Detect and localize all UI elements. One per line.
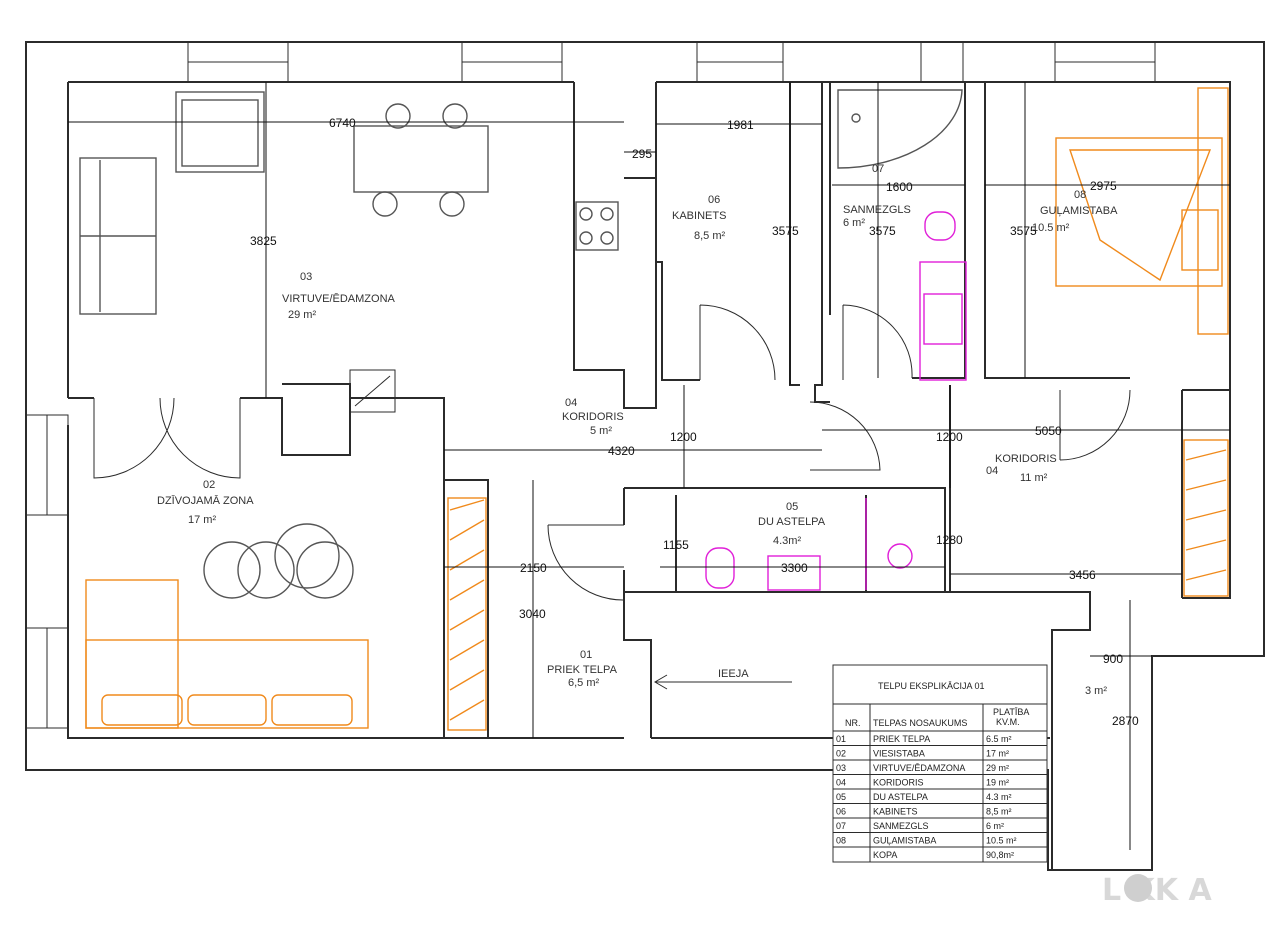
table-cell-name: VIRTUVE/ĒDAMZONA bbox=[873, 763, 965, 773]
table-cell-name: GUĻAMISTABA bbox=[873, 836, 936, 846]
table-cell-area: 10.5 m² bbox=[986, 836, 1017, 846]
room-04a-name: KORIDORIS bbox=[562, 411, 624, 423]
table-cell-area: 90,8m² bbox=[986, 850, 1014, 860]
dim-3456: 3456 bbox=[1069, 568, 1096, 582]
room-08-nr: 08 bbox=[1074, 189, 1086, 201]
globe-icon bbox=[1124, 874, 1152, 902]
room-table: TELPU EKSPLIKĀCIJA 01 NR. TELPAS NOSAUKU… bbox=[832, 664, 1048, 863]
dim-1600: 1600 bbox=[886, 180, 913, 194]
entrance-arrowhead bbox=[654, 674, 668, 690]
room-03-name: VIRTUVE/ĒDAMZONA bbox=[282, 293, 396, 305]
room-04a-area: 5 m² bbox=[590, 425, 612, 437]
table-cell-name: KOPA bbox=[873, 850, 897, 860]
room-02-name: DZĪVOJAMĀ ZONA bbox=[157, 495, 254, 507]
room-04a-nr: 04 bbox=[565, 397, 577, 409]
dim-295: 295 bbox=[632, 147, 652, 161]
logo: L KK A bbox=[1102, 873, 1212, 908]
table-header-nr: NR. bbox=[845, 718, 861, 728]
dim-3300: 3300 bbox=[781, 561, 808, 575]
table-cell-name: VIESISTABA bbox=[873, 749, 925, 759]
table-cell-name: PRIEK TELPA bbox=[873, 734, 930, 744]
room-07-name: SANMEZGLS bbox=[843, 204, 911, 216]
dim-5050: 5050 bbox=[1035, 424, 1062, 438]
dim-3575-a: 3575 bbox=[772, 224, 799, 238]
table-cell-nr: 08 bbox=[836, 836, 846, 846]
room-04b-name: KORIDORIS bbox=[995, 453, 1057, 465]
dim-2975: 2975 bbox=[1090, 179, 1117, 193]
dim-2150: 2150 bbox=[520, 561, 547, 575]
outer-wall bbox=[25, 41, 1265, 871]
table-cell-area: 4.3 m² bbox=[986, 792, 1012, 802]
dim-900: 900 bbox=[1103, 652, 1123, 666]
logo-text: L KK A bbox=[1102, 873, 1212, 908]
furniture bbox=[79, 89, 963, 599]
dimension-labels: 6740 3825 1981 295 3575 1600 3575 2975 3… bbox=[250, 116, 1139, 728]
dim-1280: 1280 bbox=[936, 533, 963, 547]
windows bbox=[25, 41, 1156, 729]
room-extra-area: 3 m² bbox=[1085, 685, 1107, 697]
room-07-area: 6 m² bbox=[843, 217, 865, 229]
room-03-nr: 03 bbox=[300, 271, 312, 283]
dimension-lines bbox=[68, 82, 1230, 850]
sanitary bbox=[705, 211, 967, 591]
room-01-name: PRIEK TELPA bbox=[547, 664, 618, 676]
room-06-nr: 06 bbox=[708, 194, 720, 206]
table-cell-nr: 04 bbox=[836, 778, 846, 788]
inner-wall bbox=[67, 81, 1231, 739]
table-cell-name: SANMEZGLS bbox=[873, 821, 929, 831]
dim-1155: 1155 bbox=[663, 538, 689, 552]
room-03-area: 29 m² bbox=[288, 309, 316, 321]
dim-3825: 3825 bbox=[250, 234, 277, 248]
room-06-area: 8,5 m² bbox=[694, 230, 726, 242]
table-cell-nr: 01 bbox=[836, 734, 846, 744]
room-08-name: GUĻAMISTABA bbox=[1040, 205, 1118, 217]
table-title: TELPU EKSPLIKĀCIJA 01 bbox=[878, 681, 985, 691]
dim-6740: 6740 bbox=[329, 116, 356, 130]
dim-4320: 4320 bbox=[608, 444, 635, 458]
table-cell-area: 6.5 m² bbox=[986, 734, 1012, 744]
dim-3575-c: 3575 bbox=[1010, 224, 1037, 238]
dim-3040: 3040 bbox=[519, 607, 546, 621]
room-05-area: 4.3m² bbox=[773, 535, 801, 547]
dim-3575-b: 3575 bbox=[869, 224, 896, 238]
dim-2870: 2870 bbox=[1112, 714, 1139, 728]
table-cell-nr: 02 bbox=[836, 749, 846, 759]
table-cell-name: KABINETS bbox=[873, 807, 918, 817]
dim-1200-a: 1200 bbox=[670, 430, 697, 444]
partitions bbox=[68, 82, 1230, 870]
table-cell-area: 17 m² bbox=[986, 749, 1009, 759]
table-header-name: TELPAS NOSAUKUMS bbox=[873, 718, 967, 728]
table-cell-name: DU ASTELPA bbox=[873, 792, 928, 802]
room-01-nr: 01 bbox=[580, 649, 592, 661]
room-08-area: 10.5 m² bbox=[1032, 222, 1070, 234]
room-01-area: 6,5 m² bbox=[568, 677, 600, 689]
entrance-label: IEEJA bbox=[718, 668, 749, 680]
room-04b-nr: 04 bbox=[986, 465, 998, 477]
table-cell-nr: 03 bbox=[836, 763, 846, 773]
room-02-area: 17 m² bbox=[188, 514, 216, 526]
table-cell-area: 19 m² bbox=[986, 778, 1009, 788]
room-06-name: KABINETS bbox=[672, 210, 726, 222]
room-05-nr: 05 bbox=[786, 501, 798, 513]
room-07-nr: 07 bbox=[872, 163, 884, 175]
table-cell-area: 29 m² bbox=[986, 763, 1009, 773]
orange-furniture bbox=[85, 87, 1229, 731]
dim-1981: 1981 bbox=[727, 118, 754, 132]
room-02-nr: 02 bbox=[203, 479, 215, 491]
table-cell-nr: 05 bbox=[836, 792, 846, 802]
room-04b-area: 11 m² bbox=[1020, 472, 1048, 484]
table-cell-name: KORIDORIS bbox=[873, 778, 924, 788]
table-cell-area: 8,5 m² bbox=[986, 807, 1012, 817]
table-cell-area: 6 m² bbox=[986, 821, 1004, 831]
room-05-name: DU ASTELPA bbox=[758, 516, 826, 528]
table-cell-nr: 07 bbox=[836, 821, 846, 831]
doors bbox=[93, 304, 1131, 601]
table-cell-nr: 06 bbox=[836, 807, 846, 817]
dim-1200-b: 1200 bbox=[936, 430, 963, 444]
